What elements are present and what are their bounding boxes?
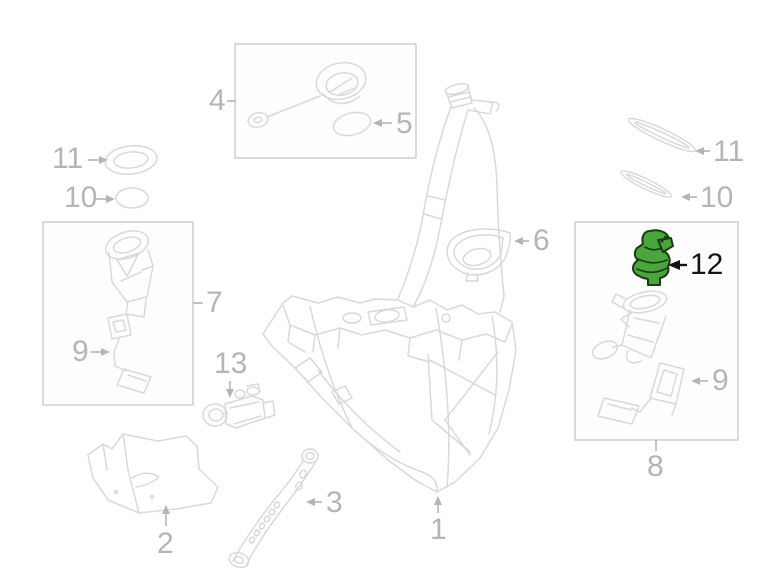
seal-ring-11-left-drawing xyxy=(104,145,158,175)
fuel-pump-right-drawing xyxy=(591,290,668,364)
strip-seal-11-right-drawing xyxy=(627,117,697,153)
callout-10-right[interactable]: 10 xyxy=(700,181,734,214)
callout-12-highlighted[interactable]: 12 xyxy=(690,248,724,281)
callout-1[interactable]: 1 xyxy=(430,513,447,546)
level-sensor-left-drawing xyxy=(107,313,152,394)
highlighted-part-12[interactable] xyxy=(632,229,674,286)
grommet-6-drawing xyxy=(446,228,511,282)
fuel-pump-module-drawing xyxy=(104,230,154,318)
heat-shield-2-drawing xyxy=(87,433,219,514)
callout-arrows xyxy=(88,100,710,526)
vent-valve-13-drawing xyxy=(202,383,276,429)
callout-13[interactable]: 13 xyxy=(214,347,248,380)
detail-box-pump-left xyxy=(42,221,194,406)
callout-arrow-12 xyxy=(668,260,687,270)
callout-9-right[interactable]: 9 xyxy=(712,364,729,397)
o-ring-10-left-drawing xyxy=(115,187,149,209)
tank-strap-3-drawing xyxy=(228,448,319,569)
callout-6[interactable]: 6 xyxy=(533,224,550,257)
detail-box-cap xyxy=(234,43,417,159)
callout-9-left[interactable]: 9 xyxy=(72,335,89,368)
fuel-tank-drawing xyxy=(262,295,517,493)
level-sensor-right-drawing xyxy=(597,362,685,425)
callout-2[interactable]: 2 xyxy=(157,527,174,560)
callout-4[interactable]: 4 xyxy=(209,84,226,117)
callout-3[interactable]: 3 xyxy=(326,486,343,519)
filler-pipe-drawing xyxy=(397,83,505,308)
callout-11-left[interactable]: 11 xyxy=(52,142,84,175)
strip-seal-10-right-drawing xyxy=(619,170,673,198)
cap-seal-5-drawing xyxy=(332,111,372,137)
callout-8[interactable]: 8 xyxy=(647,450,664,483)
callout-10-left[interactable]: 10 xyxy=(64,181,98,214)
callout-11-right[interactable]: 11 xyxy=(713,135,745,168)
callout-7[interactable]: 7 xyxy=(206,286,223,319)
fuel-cap-drawing xyxy=(247,61,367,128)
callout-5[interactable]: 5 xyxy=(396,107,413,140)
